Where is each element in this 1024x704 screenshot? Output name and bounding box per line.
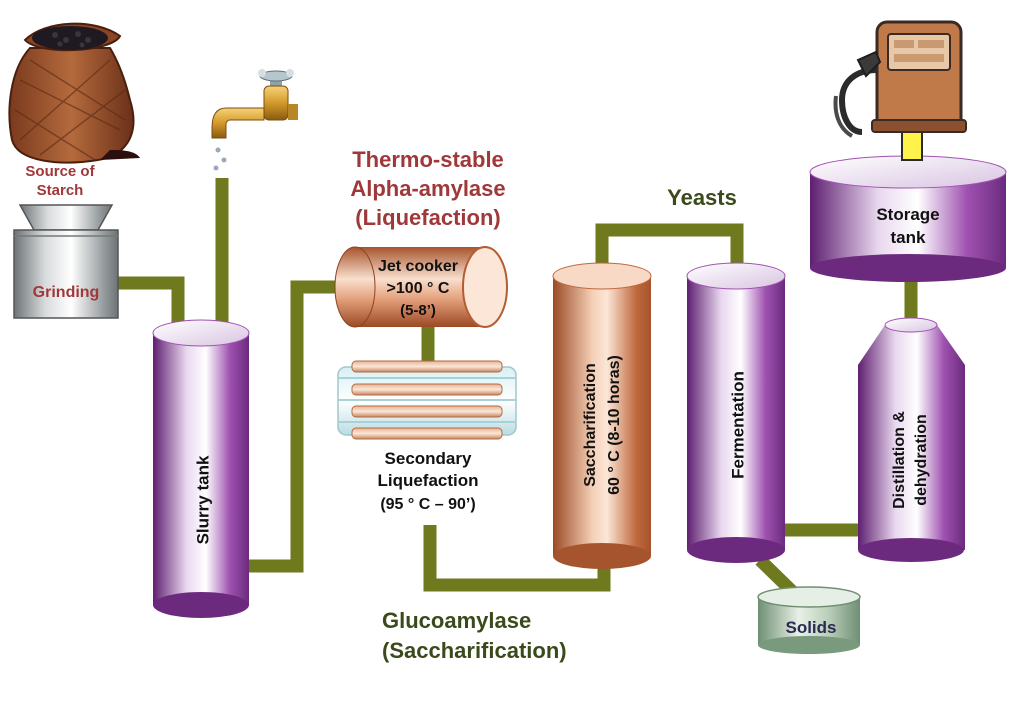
solids-label: Solids	[785, 618, 836, 637]
source-of-starch-label-line-1: Source of	[25, 163, 95, 180]
slurry-tank-label: Slurry tank	[193, 455, 212, 544]
faucet-icon	[211, 69, 298, 171]
fermentation-label: Fermentation	[728, 371, 747, 479]
secondary-liquefaction-label-line-1: Secondary	[385, 449, 472, 468]
secondary-liquefaction-label-line-3: (95 ° C – 90’)	[380, 496, 475, 513]
slurry-tank	[152, 319, 250, 618]
distillation-label-line-2: dehydration	[913, 414, 930, 506]
solids-container	[757, 586, 861, 654]
pipe-grinding-to-slurry	[118, 276, 185, 335]
storage-tank-label-line-1: Storage	[876, 205, 939, 224]
pipe-secondary-to-saccharification	[423, 525, 611, 592]
saccharification-tank	[552, 262, 652, 569]
glucoamylase-label-line-2: (Saccharification)	[382, 638, 567, 663]
pipes	[118, 178, 918, 602]
storage-tank-label-line-2: tank	[891, 228, 927, 247]
secondary-liquefaction-label-line-2: Liquefaction	[377, 471, 478, 490]
jet-cooker	[334, 246, 508, 328]
storage-tank	[809, 155, 1007, 282]
secondary-liquefaction-tubes	[337, 360, 517, 440]
grinder	[13, 204, 119, 319]
pipe-yeasts-to-fermentation	[595, 223, 744, 277]
thermo-title-line-3: (Liquefaction)	[355, 205, 500, 230]
fermentation-tank	[686, 262, 786, 563]
pipe-slurry-to-jet-cooker	[240, 280, 340, 573]
jet-cooker-label-line-3: (5-8’)	[400, 302, 436, 319]
thermo-title-line-1: Thermo-stable	[352, 147, 504, 172]
jet-cooker-label-line-2: >100 ° C	[387, 280, 450, 297]
distillation-tower	[858, 317, 965, 562]
thermo-title-line-2: Alpha-amylase	[350, 176, 505, 201]
yeasts-label: Yeasts	[667, 185, 737, 210]
sack-icon	[8, 22, 140, 164]
saccharification-label-line-2: 60 ° C (8-10 horas)	[606, 355, 623, 495]
glucoamylase-label-line-1: Glucoamylase	[382, 608, 531, 633]
fuel-pump-icon	[833, 20, 967, 138]
jet-cooker-label-line-1: Jet cooker	[378, 258, 458, 275]
grinding-label: Grinding	[33, 284, 100, 301]
source-of-starch-label-line-2: Starch	[37, 182, 84, 199]
saccharification-label-line-1: Saccharification	[582, 363, 599, 487]
distillation-label-line-1: Distillation &	[891, 411, 908, 509]
